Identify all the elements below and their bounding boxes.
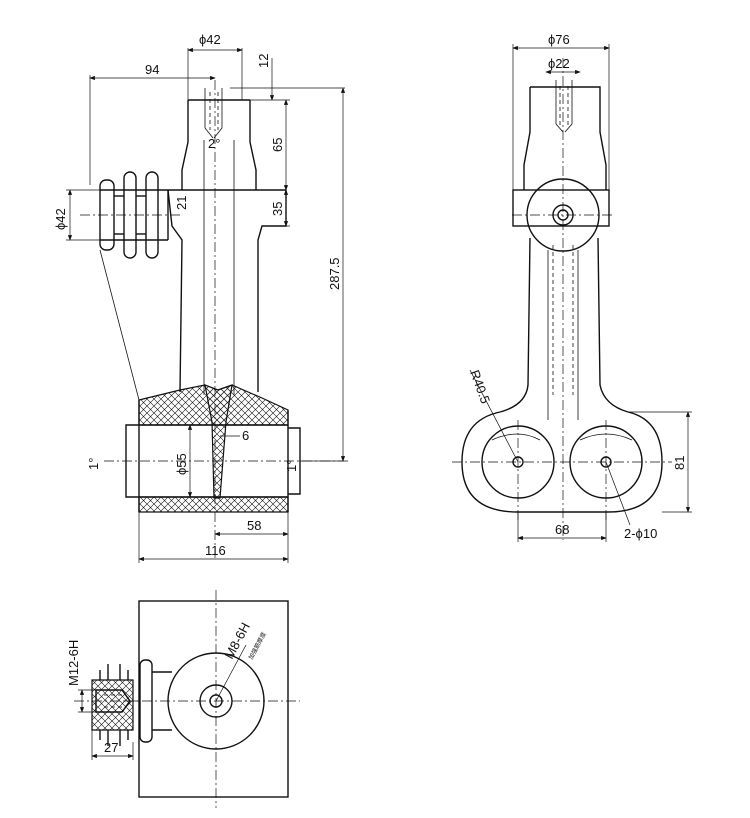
dim-radius: R40.5 — [467, 368, 493, 406]
front-view-dimensions: ϕ42 94 12 2° 65 35 21 287.5 ϕ42 ϕ55 6 1°… — [53, 32, 348, 563]
dim-half-width: 58 — [247, 518, 261, 533]
dim-bore-dia: ϕ55 — [174, 453, 189, 475]
dim-upper-len: 65 — [270, 138, 285, 152]
dim-depth: 27 — [104, 740, 118, 755]
dim-outer-dia: ϕ76 — [548, 32, 570, 47]
dim-side-dia: ϕ42 — [53, 208, 68, 230]
bottom-view — [74, 590, 300, 808]
dim-thread-center: M8-6H — [221, 620, 253, 661]
dim-thread-left: M12-6H — [66, 640, 81, 686]
dim-offset: 94 — [145, 62, 159, 77]
dim-top-dia: ϕ42 — [199, 32, 221, 47]
dim-taper-right: 1° — [284, 460, 299, 472]
dim-collar: 35 — [270, 202, 285, 216]
dim-thread-depth: 12 — [256, 54, 271, 68]
dim-draft: 2° — [208, 136, 220, 151]
side-view — [452, 58, 672, 540]
front-view — [80, 80, 344, 560]
dim-total-len: 287.5 — [327, 257, 342, 290]
dim-inner-dia: ϕ22 — [548, 56, 570, 71]
side-view-dimensions: ϕ76 ϕ22 R40.5 81 68 2-ϕ10 — [467, 32, 692, 542]
dim-width: 116 — [205, 543, 226, 558]
dim-fillet: 21 — [174, 196, 189, 210]
dim-note: 加强筋厚度 — [247, 631, 268, 661]
dim-spacing: 68 — [555, 522, 569, 537]
dim-holes: 2-ϕ10 — [624, 526, 657, 541]
dim-taper-left: 1° — [86, 458, 101, 470]
dim-height: 81 — [672, 456, 687, 470]
dim-slot: 6 — [242, 428, 249, 443]
